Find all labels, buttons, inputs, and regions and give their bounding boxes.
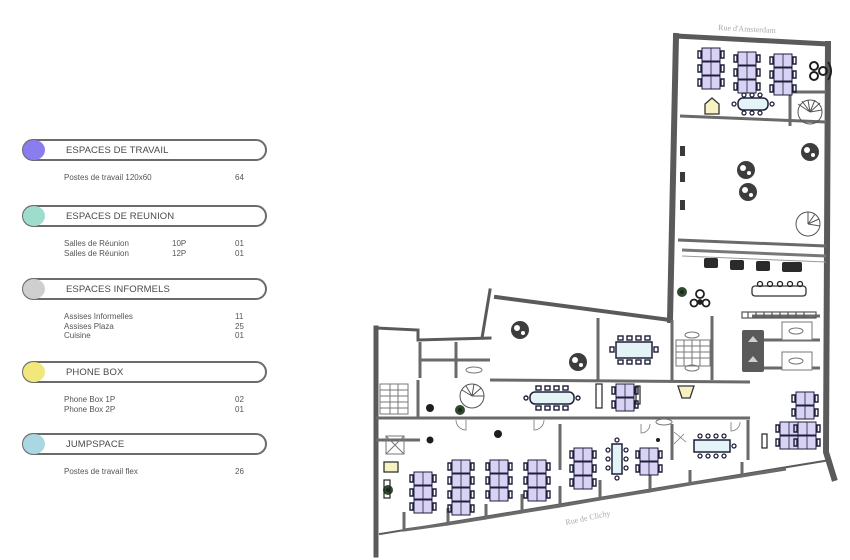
row-qty: 26 xyxy=(235,467,244,476)
legend-section-title: ESPACES INFORMELS xyxy=(66,284,170,295)
row-qty: 01 xyxy=(235,331,244,340)
legend-row: Assises Informelles 11 xyxy=(22,312,267,322)
legend-section-title: JUMPSPACE xyxy=(66,439,125,450)
stair-left xyxy=(379,383,409,455)
jumpspace-color-swatch xyxy=(23,434,45,454)
phone-box-top xyxy=(704,97,720,115)
plaza-side-seats xyxy=(680,146,685,210)
spiral-staircase-top xyxy=(797,99,823,125)
row-qty: 64 xyxy=(235,173,244,182)
legend-row: Postes de travail flex 26 xyxy=(22,467,267,477)
meeting-room-12p xyxy=(523,385,581,411)
row-label: Assises Plaza xyxy=(64,321,114,331)
row-label: Phone Box 2P xyxy=(64,404,116,414)
workstations-right xyxy=(775,391,821,450)
kitchen-counter xyxy=(741,311,817,319)
legend-header-pill: ESPACES INFORMELS xyxy=(22,278,267,300)
legend-header-pill: ESPACES DE TRAVAIL xyxy=(22,139,267,161)
meeting-table-right-bottom xyxy=(693,433,737,459)
row-qty: 01 xyxy=(235,248,244,258)
plant-icon xyxy=(455,405,465,415)
row-label: Salles de Réunion xyxy=(64,248,129,258)
door-swings xyxy=(455,419,741,445)
elevators xyxy=(742,330,764,372)
legend-row: Salles de Réunion 12P 01 xyxy=(22,249,267,259)
meeting-table-bottom xyxy=(605,437,629,481)
legend-row: Assises Plaza 25 xyxy=(22,322,267,332)
legend-section-jumpspace: JUMPSPACE Postes de travail flex 26 xyxy=(22,433,267,477)
lounge-chairs xyxy=(689,289,711,308)
row-size: 12P xyxy=(172,248,187,258)
central-stair xyxy=(675,339,711,367)
meeting-table-top xyxy=(731,92,775,116)
spiral-staircase-left xyxy=(459,383,485,409)
informal-color-swatch xyxy=(23,279,45,299)
legend-section-title: ESPACES DE REUNION xyxy=(66,211,175,222)
row-qty: 01 xyxy=(235,404,244,414)
spiral-staircase-mid xyxy=(795,211,821,237)
legend-section-espaces-de-travail: ESPACES DE TRAVAIL Postes de travail 120… xyxy=(22,139,267,183)
row-qty: 11 xyxy=(235,312,244,321)
workstations-middle xyxy=(611,383,639,412)
plaza-plants xyxy=(511,143,819,371)
legend-header-pill: JUMPSPACE xyxy=(22,433,267,455)
legend-row: Phone Box 1P 02 xyxy=(22,395,267,405)
plant-icon xyxy=(677,287,687,297)
floor-plan: Rue d'Amsterdam Rue de Clichy xyxy=(373,23,838,558)
row-qty: 02 xyxy=(235,395,244,404)
legend-section-title: PHONE BOX xyxy=(66,367,124,378)
row-label: Postes de travail 120x60 xyxy=(64,173,152,182)
small-chairs xyxy=(426,404,660,444)
legend-header-pill: PHONE BOX xyxy=(22,361,267,383)
meeting-color-swatch xyxy=(23,206,45,226)
row-qty: 01 xyxy=(235,239,244,248)
bar-counter xyxy=(681,248,827,272)
phonebox-color-swatch xyxy=(23,362,45,382)
interior-walls xyxy=(376,90,827,470)
facade-piers xyxy=(402,462,787,532)
legend-row: Phone Box 2P 01 xyxy=(22,405,267,415)
meeting-room-10p xyxy=(609,335,659,365)
street-label-top: Rue d'Amsterdam xyxy=(718,23,777,35)
phone-boxes xyxy=(383,385,695,473)
washrooms xyxy=(465,321,813,426)
informal-seating-top xyxy=(809,61,832,81)
street-label-bottom: Rue de Clichy xyxy=(565,509,612,527)
row-label: Salles de Réunion xyxy=(64,239,129,248)
high-table-stools xyxy=(751,280,807,297)
workspace-color-swatch xyxy=(23,140,45,160)
legend-section-espaces-de-reunion: ESPACES DE REUNION Salles de Réunion 10P… xyxy=(22,205,267,258)
row-label: Assises Informelles xyxy=(64,312,133,321)
row-label: Postes de travail flex xyxy=(64,467,138,476)
row-label: Phone Box 1P xyxy=(64,395,116,404)
legend-row: Cuisine 01 xyxy=(22,331,267,341)
legend-header-pill: ESPACES DE REUNION xyxy=(22,205,267,227)
workstations-top xyxy=(698,48,796,95)
legend-section-espaces-informels: ESPACES INFORMELS Assises Informelles 11… xyxy=(22,278,267,341)
legend-section-title: ESPACES DE TRAVAIL xyxy=(66,145,169,156)
row-size: 10P xyxy=(172,239,187,248)
row-qty: 25 xyxy=(235,321,244,331)
legend-row: Salles de Réunion 10P 01 xyxy=(22,239,267,249)
legend-section-phone-box: PHONE BOX Phone Box 1P 02 Phone Box 2P 0… xyxy=(22,361,267,414)
legend-row: Postes de travail 120x60 64 xyxy=(22,173,267,183)
row-label: Cuisine xyxy=(64,331,91,340)
